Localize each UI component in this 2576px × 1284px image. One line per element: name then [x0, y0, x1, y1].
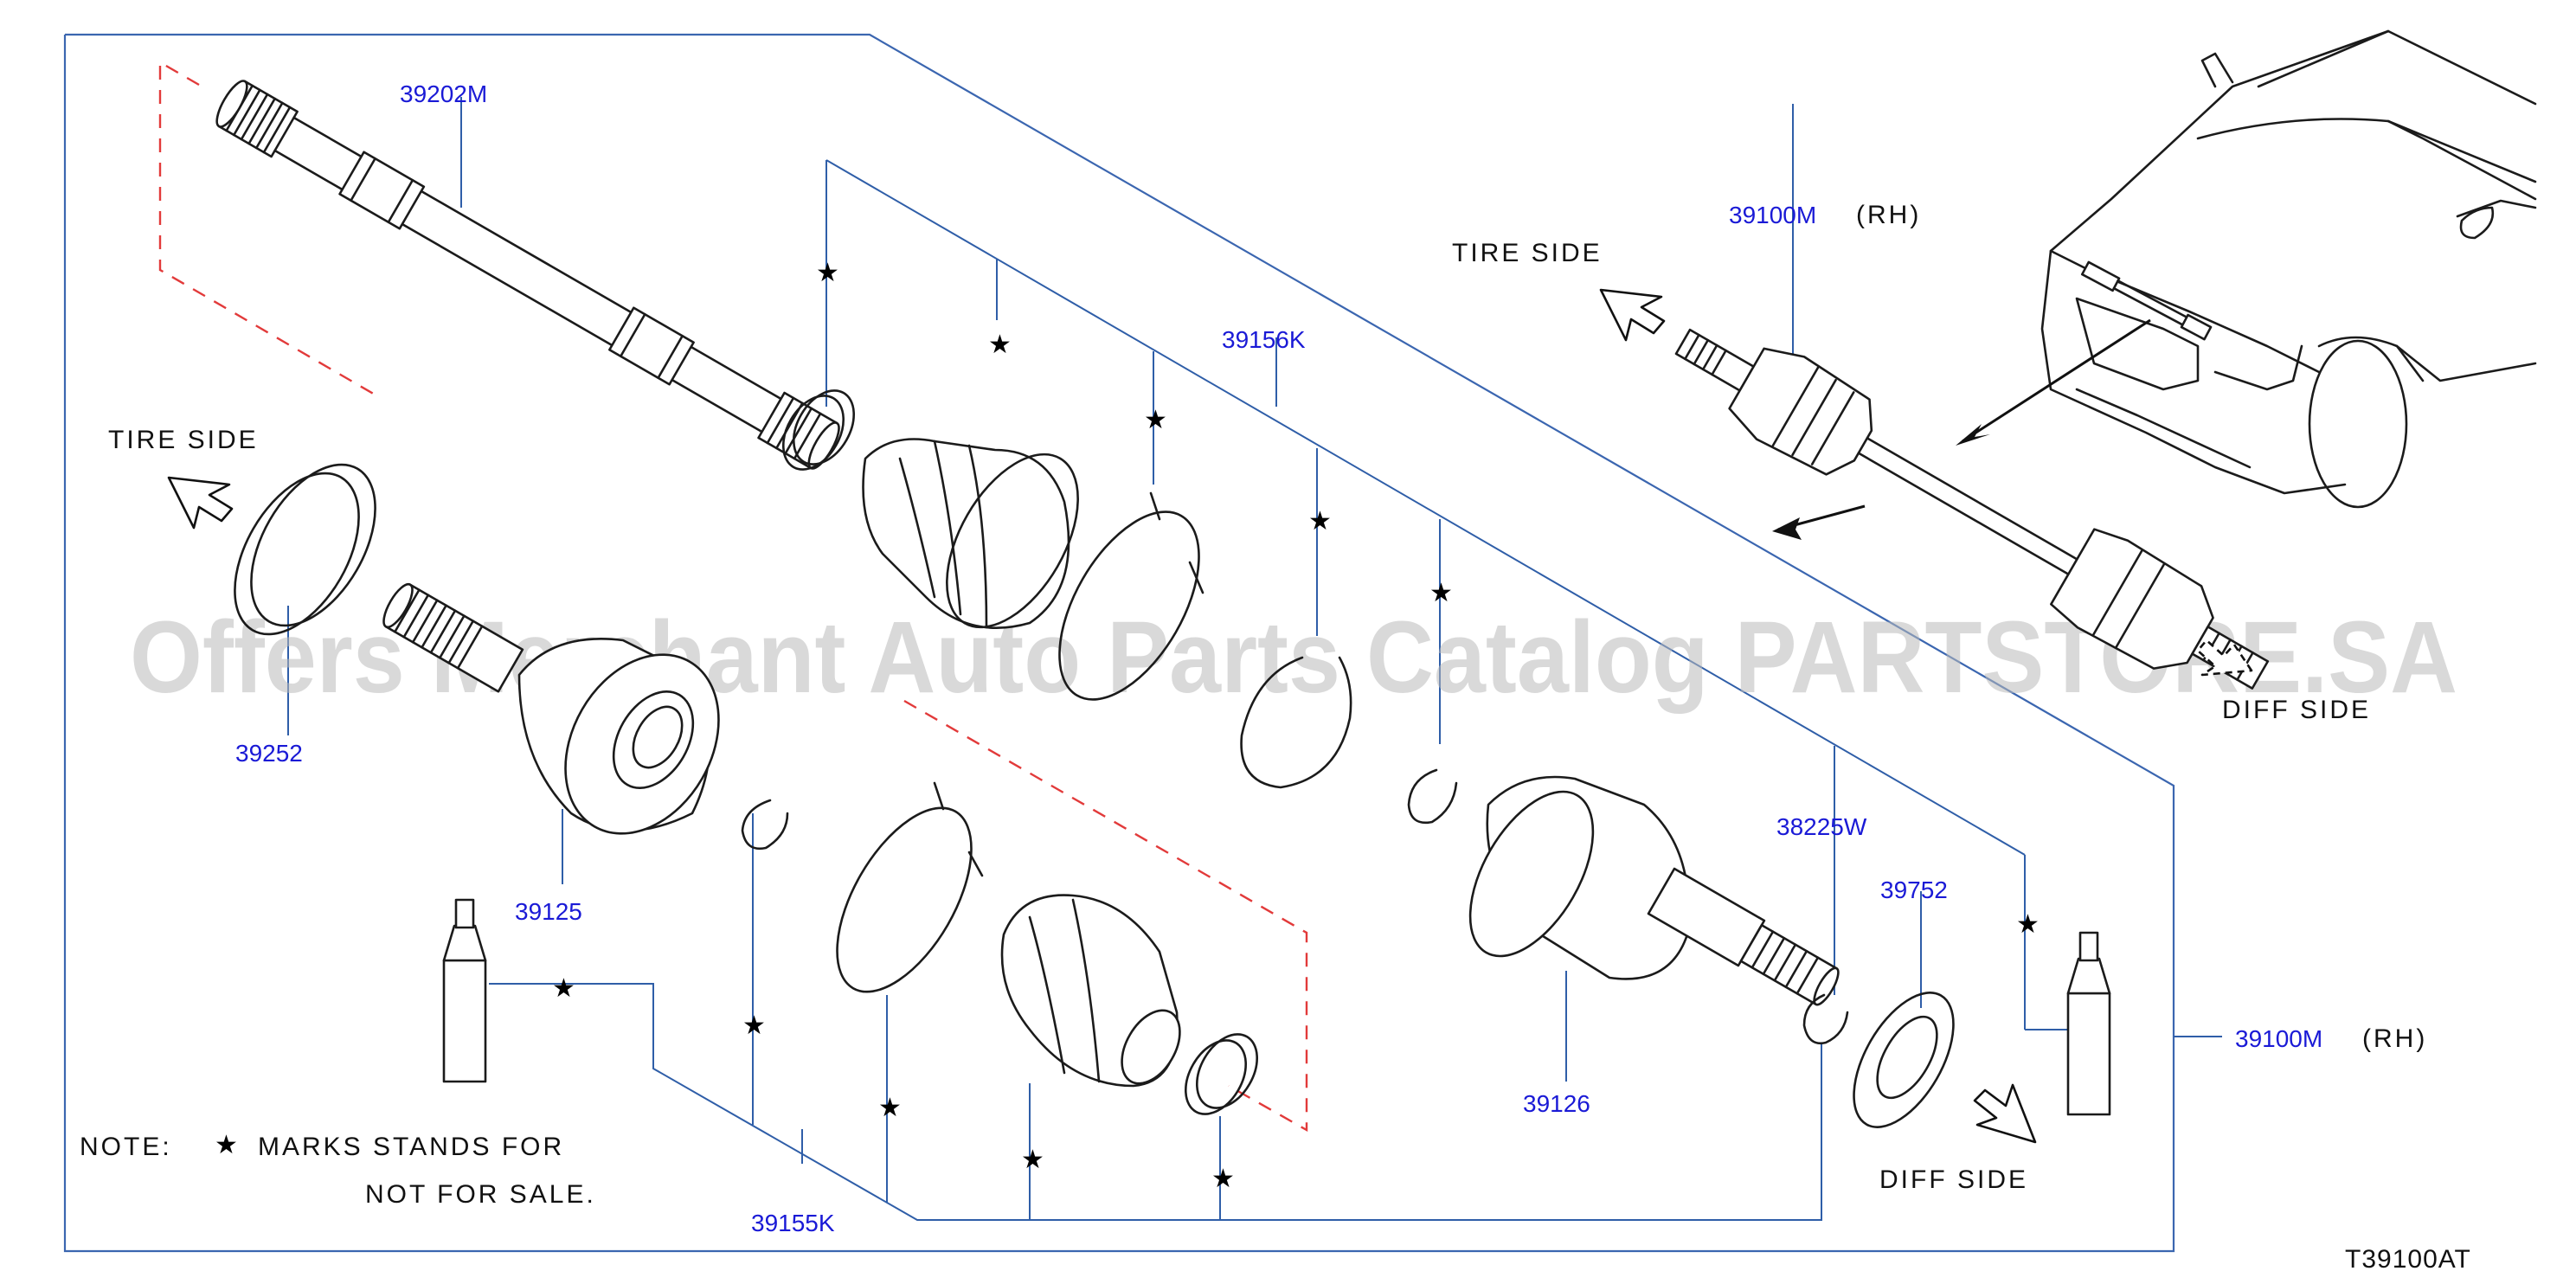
svg-text:★: ★ [816, 258, 839, 288]
diff-side-arrow-lower [1973, 1083, 2037, 1144]
boot-lower[interactable] [1000, 894, 1192, 1094]
boot-upper[interactable] [862, 433, 1105, 650]
band-clamp-lower[interactable] [810, 781, 999, 1013]
grease-tube-left[interactable] [442, 898, 487, 1083]
pn-38225w[interactable]: 38225W [1776, 813, 1867, 840]
svg-text:★: ★ [1211, 1164, 1235, 1194]
tire-side-arrow-right [1599, 288, 1666, 342]
tire-side-label-left: TIRE SIDE [108, 426, 259, 454]
svg-text:★: ★ [742, 1011, 766, 1041]
shaft-39202m[interactable] [211, 77, 844, 472]
pn-39100m-right[interactable]: 39100M [2235, 1025, 2322, 1052]
pn-39155k[interactable]: 39155K [751, 1210, 835, 1236]
svg-text:★: ★ [552, 973, 575, 1004]
circlip-38225w[interactable] [1802, 993, 1849, 1045]
note-star: ★ [215, 1130, 238, 1160]
circlip-small[interactable] [1407, 768, 1458, 825]
joint-39125[interactable] [378, 581, 749, 862]
diff-side-label-lower: DIFF SIDE [1879, 1165, 2028, 1194]
rh-tag-right: (RH) [2362, 1024, 2427, 1053]
guide-dash-lower [903, 699, 1308, 1133]
vehicle-illustration [2040, 29, 2537, 509]
tire-side-arrow-left [167, 476, 234, 530]
axle-assembly-overview[interactable] [1658, 299, 2285, 718]
guide-dash-upper [158, 60, 382, 400]
rh-tag-top: (RH) [1856, 201, 1921, 229]
pointer-arrowhead-shaft [1772, 517, 1802, 540]
diff-side-label-upper: DIFF SIDE [2222, 696, 2371, 724]
svg-text:★: ★ [878, 1093, 902, 1123]
svg-text:★: ★ [1308, 506, 1332, 536]
pn-39752[interactable]: 39752 [1880, 876, 1948, 903]
svg-text:★: ★ [1021, 1145, 1044, 1175]
leader-lines [287, 97, 2222, 1221]
pn-39202m[interactable]: 39202M [400, 80, 487, 107]
pointer-arrowhead-car [1956, 424, 1990, 446]
tire-side-label-right: TIRE SIDE [1452, 239, 1603, 267]
pn-39252[interactable]: 39252 [235, 740, 303, 767]
note-line-1: MARKS STANDS FOR [258, 1133, 564, 1161]
pointer-arrow-car [1962, 318, 2151, 443]
diagram-frame [63, 33, 2175, 1253]
clamp-small-upper[interactable] [771, 380, 866, 480]
svg-text:★: ★ [988, 330, 1012, 360]
snap-ring-large[interactable] [1240, 656, 1352, 789]
pn-39126[interactable]: 39126 [1523, 1090, 1590, 1117]
not-for-sale-marks: ★ ★ ★ ★ ★ ★ ★ ★ ★ ★ ★ [552, 258, 2040, 1194]
seal-39752[interactable] [1834, 977, 1974, 1144]
clamp-small-lower[interactable] [1173, 1024, 1269, 1125]
svg-text:★: ★ [2016, 909, 2040, 940]
diff-side-arrow-upper [2196, 639, 2253, 677]
diagram-code: T39100AT [2345, 1245, 2471, 1274]
joint-39126[interactable] [1445, 772, 1846, 1012]
circlip-lower-left[interactable] [741, 799, 789, 851]
svg-text:★: ★ [1144, 405, 1167, 435]
svg-text:★: ★ [1429, 578, 1453, 608]
note-prefix: NOTE: [80, 1133, 172, 1161]
band-clamp-upper[interactable] [1031, 489, 1227, 722]
pn-39156k[interactable]: 39156K [1222, 326, 1306, 353]
ring-39252[interactable] [209, 444, 401, 656]
grease-tube-right[interactable] [2066, 931, 2111, 1116]
pn-39125[interactable]: 39125 [515, 898, 582, 925]
pn-39100m-top[interactable]: 39100M [1729, 202, 1816, 228]
note-line-2: NOT FOR SALE. [365, 1180, 596, 1209]
